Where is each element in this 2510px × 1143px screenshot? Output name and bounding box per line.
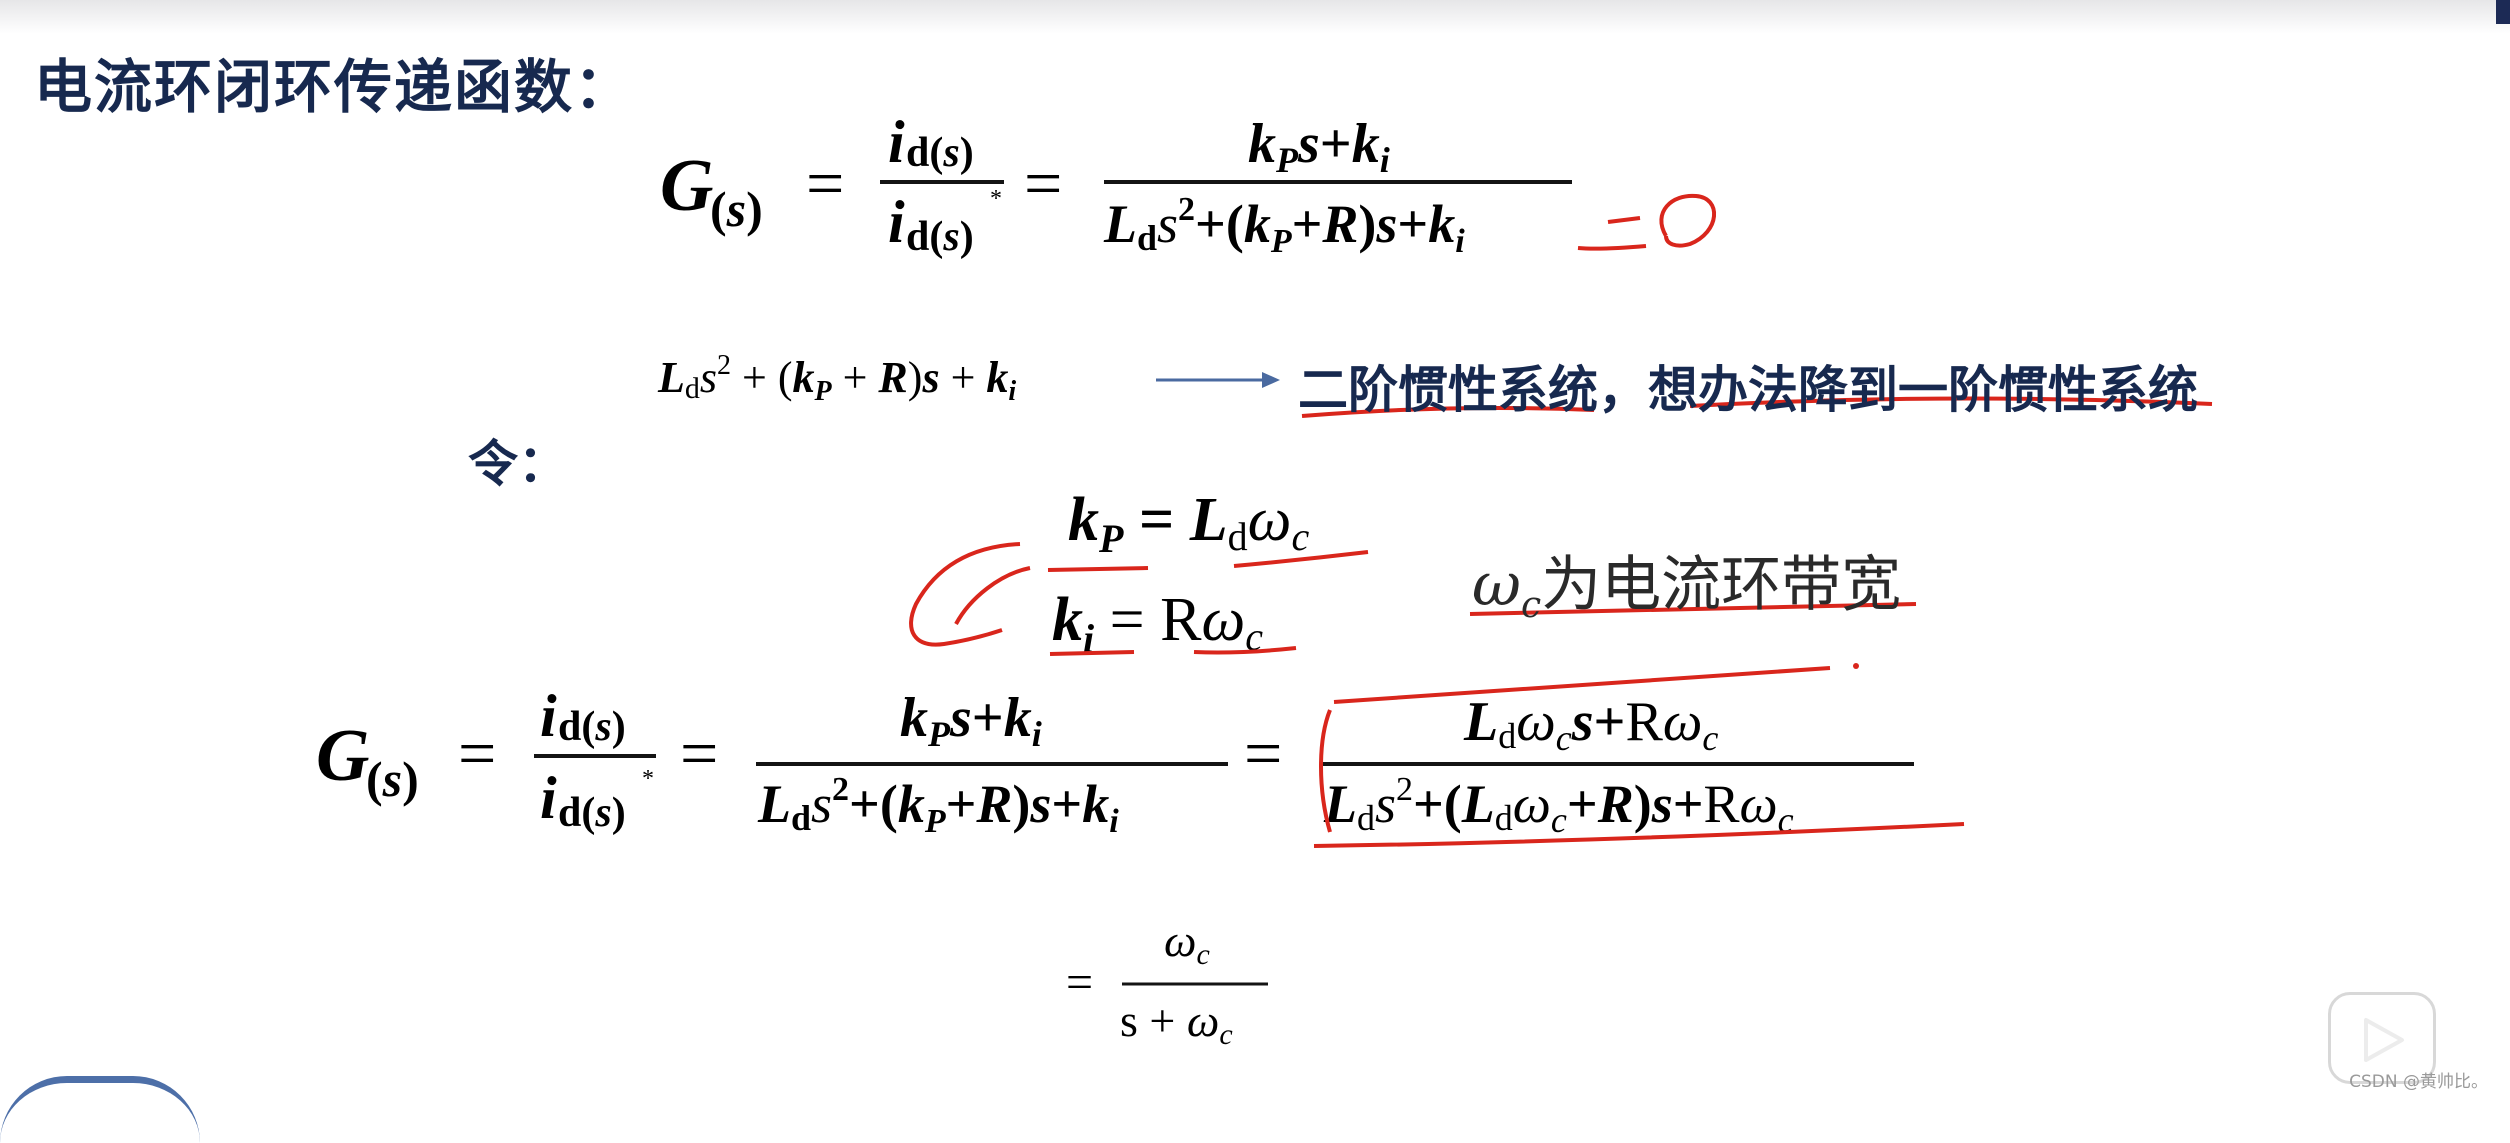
red-bracket-inner <box>954 566 1031 625</box>
eq1-red-underline <box>1577 244 1647 251</box>
math-canvas: G (s) = i d(s) i d(s) * = kPs+ki Lds2+(k… <box>316 109 2404 1062</box>
eq2-frac3-den: Lds2+(Ldωc+R)s+Rωc <box>1323 771 1794 840</box>
sub-underline-ki <box>1049 650 1135 656</box>
eq2-frac2-den: Lds2+(kP+R)s+ki <box>757 771 1119 840</box>
top-bar <box>0 0 2510 34</box>
eq2-frac1-den: i <box>540 765 557 831</box>
sub-line-1: kP = Ldωc <box>1068 486 1309 561</box>
eq1-frac2-den: Lds2+(kP+R)s+ki <box>1103 191 1465 260</box>
eq2-G: G <box>316 715 369 797</box>
equation-2: G (s) = i d(s) i d(s) * = kPs+ki Lds2+(k… <box>316 683 1914 840</box>
eq2-frac2-num: kPs+ki <box>900 687 1042 754</box>
eq2-equals-3: = <box>1244 715 1282 791</box>
arrow-head-icon <box>1262 372 1280 388</box>
denominator-expr: Lds2 + (kP + R)s + ki <box>657 350 1016 407</box>
eq2-equals-2: = <box>680 715 718 791</box>
equation-1: G (s) = i d(s) i d(s) * = kPs+ki Lds2+(k… <box>660 109 1572 260</box>
eq2-frac1-num: i <box>540 683 557 749</box>
sub-line-2: ki = Rωc <box>1052 586 1263 661</box>
eq2-red-bracket <box>1319 709 1332 833</box>
red-bracket-outer <box>909 542 1021 647</box>
equation-3: = ωc s + ωc <box>1066 915 1268 1051</box>
eq1-equals-1: = <box>806 145 844 221</box>
eq2-frac3-num: Ldωcs+Rωc <box>1463 691 1718 758</box>
eq1-frac1-den-sup: * <box>990 186 1002 212</box>
eq1-G-sub: (s) <box>710 181 763 237</box>
eq1-frac1-num-sub: d(s) <box>906 130 974 176</box>
eq2-frac1-den-sub: d(s) <box>558 790 626 836</box>
page-title: 电流环闭环传递函数： <box>34 53 635 121</box>
bandwidth-omega-sub: c <box>1520 585 1542 626</box>
eq1-frac1-den: i <box>888 189 905 255</box>
sub-underline-ld <box>1233 550 1369 568</box>
watermark: CSDN @黄帅比。 <box>2349 1072 2488 1092</box>
eq1-G: G <box>660 145 713 227</box>
eq2-frac1-num-sub: d(s) <box>558 704 626 750</box>
eq3-den: s + ωc <box>1120 995 1233 1051</box>
corner-mark <box>2496 0 2510 24</box>
eq3-num: ωc <box>1164 915 1210 971</box>
eq1-frac1-num: i <box>888 109 905 175</box>
bandwidth-text: 为电流环带宽 <box>1541 550 1902 620</box>
eq1-equals-2: = <box>1024 145 1062 221</box>
eq1-frac2-num: kPs+ki <box>1248 113 1390 180</box>
let-label: 令： <box>468 435 568 493</box>
eq2-red-underline <box>1313 822 1965 848</box>
inertia-note: 二阶惯性系统，想办法降到一阶惯性系统 <box>1298 361 2198 419</box>
eq2-G-sub: (s) <box>366 751 419 807</box>
bandwidth-note: ωc为电流环带宽 <box>1472 536 1902 626</box>
sub-underline-kp <box>1047 566 1149 572</box>
hand-note-underline <box>1469 602 1917 616</box>
eq2-frac1-den-sup: * <box>642 766 654 792</box>
logo-arc <box>0 1076 200 1143</box>
eq2-equals-1: = <box>458 715 496 791</box>
bandwidth-omega: ω <box>1472 550 1521 620</box>
eq1-red-dash <box>1607 216 1641 224</box>
eq2-red-top-line <box>1333 666 1831 704</box>
note-underline-2 <box>1689 396 2213 408</box>
eq1-frac1-den-sub: d(s) <box>906 214 974 260</box>
eq3-equals: = <box>1066 956 1093 1009</box>
note-underline-1 <box>1301 406 1595 418</box>
eq2-red-dot <box>1853 663 1859 669</box>
eq1-red-circle <box>1659 193 1716 248</box>
play-button[interactable] <box>2328 992 2436 1084</box>
substitution-block: kP = Ldωc ki = Rωc <box>1052 486 1309 661</box>
sub-underline-r <box>1193 646 1297 655</box>
denominator-row: Lds2 + (kP + R)s + ki <box>657 350 1280 407</box>
